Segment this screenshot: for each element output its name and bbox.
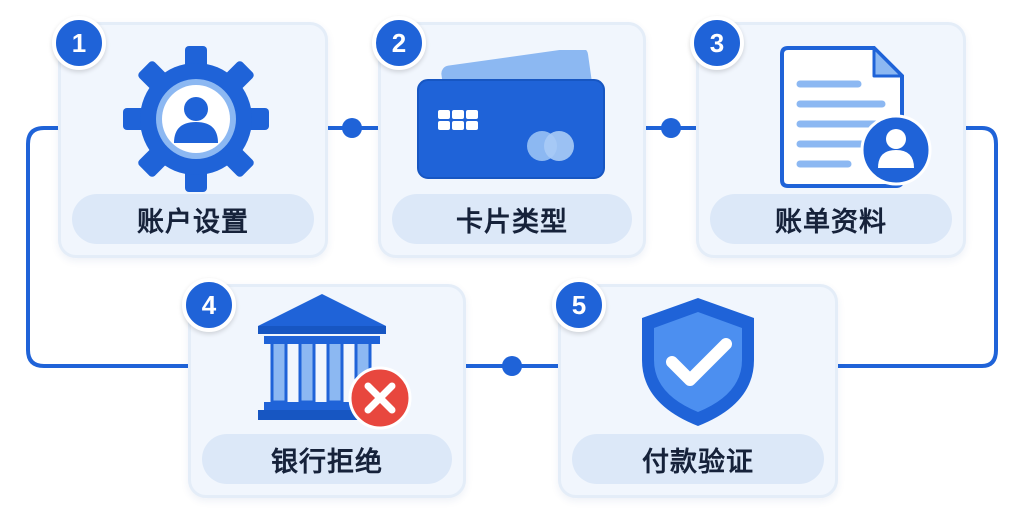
gear-user-icon bbox=[123, 46, 269, 192]
step-label-1: 账户设置 bbox=[72, 194, 314, 244]
step-badge-2: 2 bbox=[372, 16, 426, 70]
step-badge-4: 4 bbox=[182, 278, 236, 332]
connector-dot-2-3 bbox=[661, 118, 681, 138]
connector-3-5 bbox=[836, 126, 998, 368]
step-label-5: 付款验证 bbox=[572, 434, 824, 484]
step-badge-1: 1 bbox=[52, 16, 106, 70]
connector-dot-1-2 bbox=[342, 118, 362, 138]
credit-card-icon bbox=[416, 50, 608, 180]
connector-dot-4-5 bbox=[502, 356, 522, 376]
bank-declined-icon bbox=[256, 290, 422, 430]
step-label-4: 银行拒绝 bbox=[202, 434, 452, 484]
step-badge-5: 5 bbox=[552, 278, 606, 332]
connector-1-4 bbox=[26, 126, 192, 368]
document-user-icon bbox=[778, 44, 934, 190]
step-badge-3: 3 bbox=[690, 16, 744, 70]
step-label-3: 账单资料 bbox=[710, 194, 952, 244]
step-label-2: 卡片类型 bbox=[392, 194, 632, 244]
shield-check-icon bbox=[636, 294, 760, 430]
